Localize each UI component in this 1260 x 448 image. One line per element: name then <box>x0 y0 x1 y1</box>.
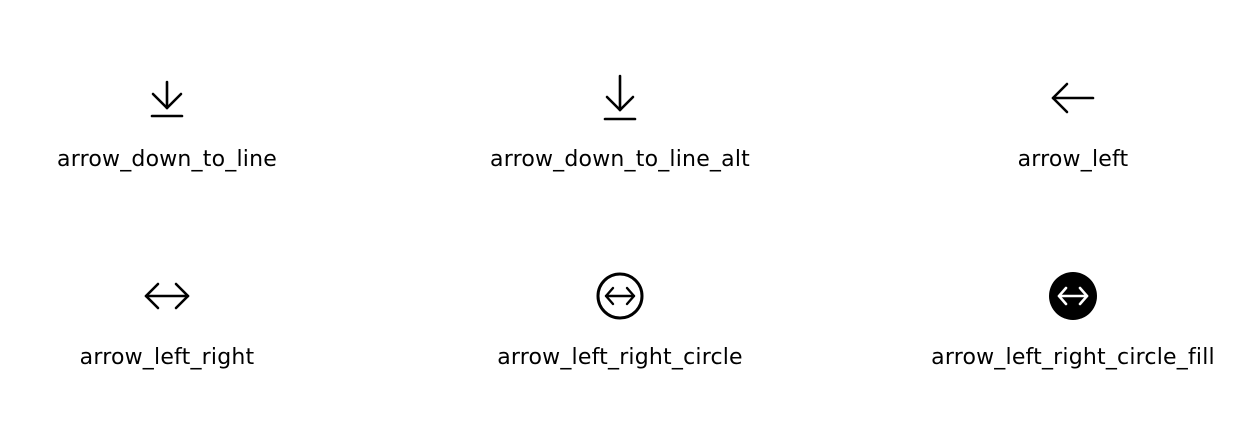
arrow-down-to-line-alt-icon <box>590 68 650 128</box>
icon-label: arrow_left <box>1017 147 1129 172</box>
arrow-left-right-circle-fill-icon <box>1043 266 1103 326</box>
arrow-left-right-icon <box>137 266 197 326</box>
icon-label: arrow_left_right <box>79 345 255 370</box>
icon-tile-arrow-left-right-circle[interactable]: arrow_left_right_circle <box>450 266 790 396</box>
icon-label: arrow_left_right_circle_fill <box>931 345 1215 370</box>
icon-label: arrow_down_to_line <box>57 147 277 172</box>
icon-tile-arrow-left[interactable]: arrow_left <box>903 68 1243 198</box>
icon-label: arrow_down_to_line_alt <box>490 147 750 172</box>
icon-tile-arrow-left-right-circle-fill[interactable]: arrow_left_right_circle_fill <box>903 266 1243 396</box>
icon-label: arrow_left_right_circle <box>497 345 743 370</box>
arrow-left-icon <box>1043 68 1103 128</box>
arrow-down-to-line-icon <box>137 68 197 128</box>
icon-tile-arrow-left-right[interactable]: arrow_left_right <box>0 266 337 396</box>
arrow-left-right-circle-icon <box>590 266 650 326</box>
icon-tile-arrow-down-to-line-alt[interactable]: arrow_down_to_line_alt <box>450 68 790 198</box>
icon-tile-arrow-down-to-line[interactable]: arrow_down_to_line <box>0 68 337 198</box>
